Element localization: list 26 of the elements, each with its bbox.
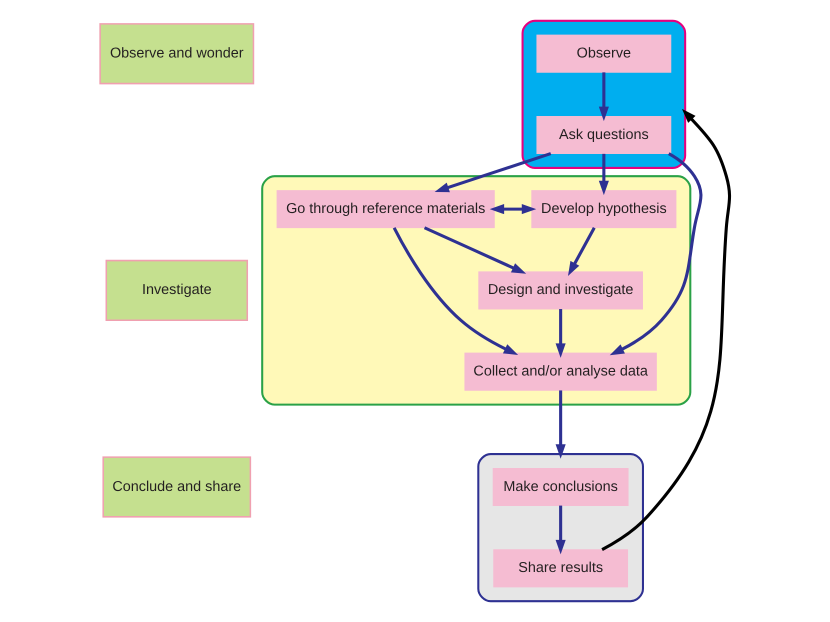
arrow (490, 204, 536, 214)
arrow (392, 227, 518, 356)
arrow (434, 152, 552, 192)
arrow (556, 309, 566, 358)
node-box: Make conclusions (492, 468, 629, 506)
node-box: Investigate (106, 260, 248, 322)
node-box: Conclude and share (102, 456, 252, 518)
node-box: Observe and wonder (99, 23, 254, 84)
node-box: Ask questions (536, 116, 672, 154)
node-box: Share results (493, 549, 628, 588)
arrow (598, 72, 609, 122)
node-box: Collect and/or analyse data (464, 352, 657, 391)
arrow (610, 152, 702, 356)
arrow (598, 154, 609, 196)
arrow (424, 226, 526, 274)
cluster (261, 175, 692, 406)
cluster (522, 20, 686, 169)
node-box: Go through reference materials (276, 190, 495, 228)
arrow (556, 390, 566, 459)
node-box: Design and investigate (478, 271, 643, 310)
cluster (477, 453, 644, 602)
arrow (556, 506, 566, 554)
arrow (568, 227, 596, 276)
arrow (601, 108, 732, 551)
node-box: Observe (536, 34, 672, 73)
node-box: Develop hypothesis (531, 190, 676, 228)
